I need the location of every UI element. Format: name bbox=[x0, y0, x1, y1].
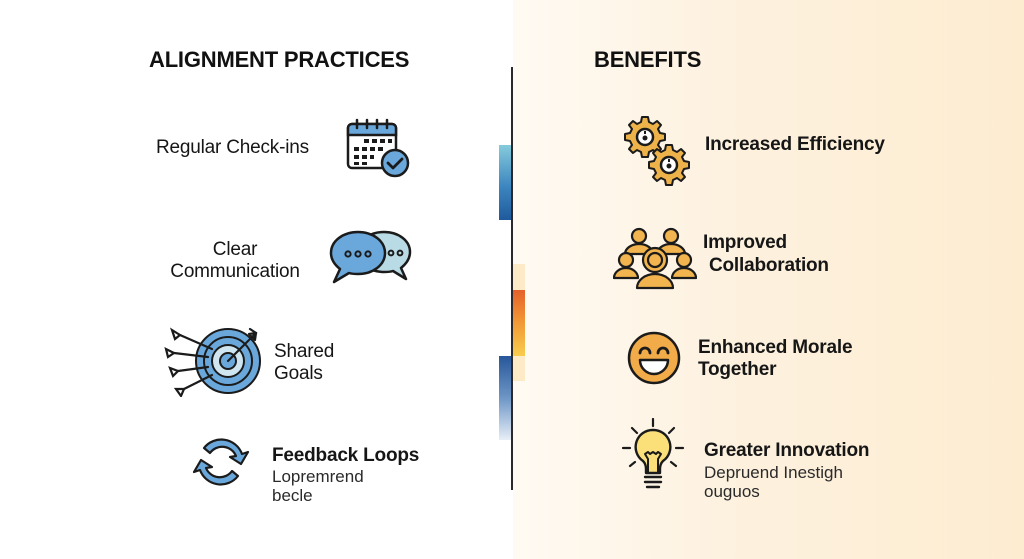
accent-bar-blue-top bbox=[499, 145, 511, 220]
team-people-icon bbox=[613, 226, 697, 290]
refresh-cycle-icon bbox=[188, 430, 254, 494]
benefit-sub-line1: Depruend Inestigh bbox=[704, 463, 843, 482]
calendar-check-icon bbox=[345, 117, 411, 179]
accent-bar-blue-bottom bbox=[499, 356, 511, 440]
benefit-label-line1: Enhanced Morale bbox=[698, 337, 853, 358]
benefit-label-line1: Improved bbox=[703, 232, 787, 253]
practice-label-line1: Clear bbox=[212, 239, 258, 260]
practice-label: Feedback Loops bbox=[272, 445, 420, 466]
benefit-label-line2: Together bbox=[698, 359, 777, 380]
alignment-practices-heading: ALIGNMENT PRACTICES bbox=[149, 47, 410, 72]
accent-bar-orange bbox=[513, 290, 525, 356]
practice-label-line2: Communication bbox=[170, 261, 300, 282]
target-arrows-icon bbox=[164, 325, 268, 397]
practice-sub-line2: becle bbox=[272, 486, 313, 505]
lightbulb-icon bbox=[620, 418, 686, 494]
practice-label: Regular Check-ins bbox=[156, 137, 309, 158]
center-divider bbox=[511, 67, 513, 490]
benefit-label-line2: Collaboration bbox=[709, 255, 829, 276]
benefit-label: Increased Efficiency bbox=[705, 134, 885, 155]
benefits-heading: BENEFITS bbox=[594, 47, 702, 72]
practice-label-line1: Shared bbox=[274, 341, 335, 362]
practice-sub-line1: Lopremrend bbox=[272, 467, 364, 486]
benefits-background bbox=[513, 0, 1024, 559]
benefit-sub-line2: ouguos bbox=[704, 482, 760, 501]
practice-label-line2: Goals bbox=[274, 363, 323, 384]
chat-bubbles-icon bbox=[328, 228, 416, 284]
gears-icon bbox=[620, 114, 692, 186]
smiley-face-icon bbox=[627, 331, 681, 385]
benefit-label: Greater Innovation bbox=[704, 440, 870, 461]
